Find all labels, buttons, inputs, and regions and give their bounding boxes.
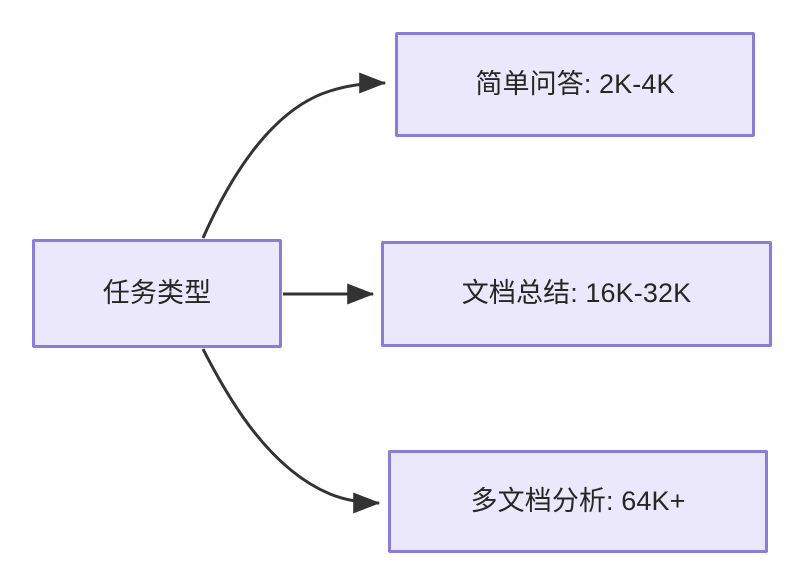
node-task-type[interactable]: 任务类型 — [32, 239, 282, 348]
edge-root-to-simple-qa — [201, 72, 387, 239]
node-doc-summary[interactable]: 文档总结: 16K-32K — [381, 241, 772, 347]
node-simple-qa-label: 简单问答: 2K-4K — [475, 68, 675, 99]
node-multidoc-analysis-label: 多文档分析: 64K+ — [470, 485, 686, 516]
edge-root-to-multidoc — [201, 348, 381, 514]
node-multidoc-analysis[interactable]: 多文档分析: 64K+ — [388, 450, 768, 553]
node-task-type-label: 任务类型 — [102, 277, 212, 308]
node-simple-qa[interactable]: 简单问答: 2K-4K — [395, 32, 755, 137]
node-doc-summary-label: 文档总结: 16K-32K — [461, 278, 692, 309]
